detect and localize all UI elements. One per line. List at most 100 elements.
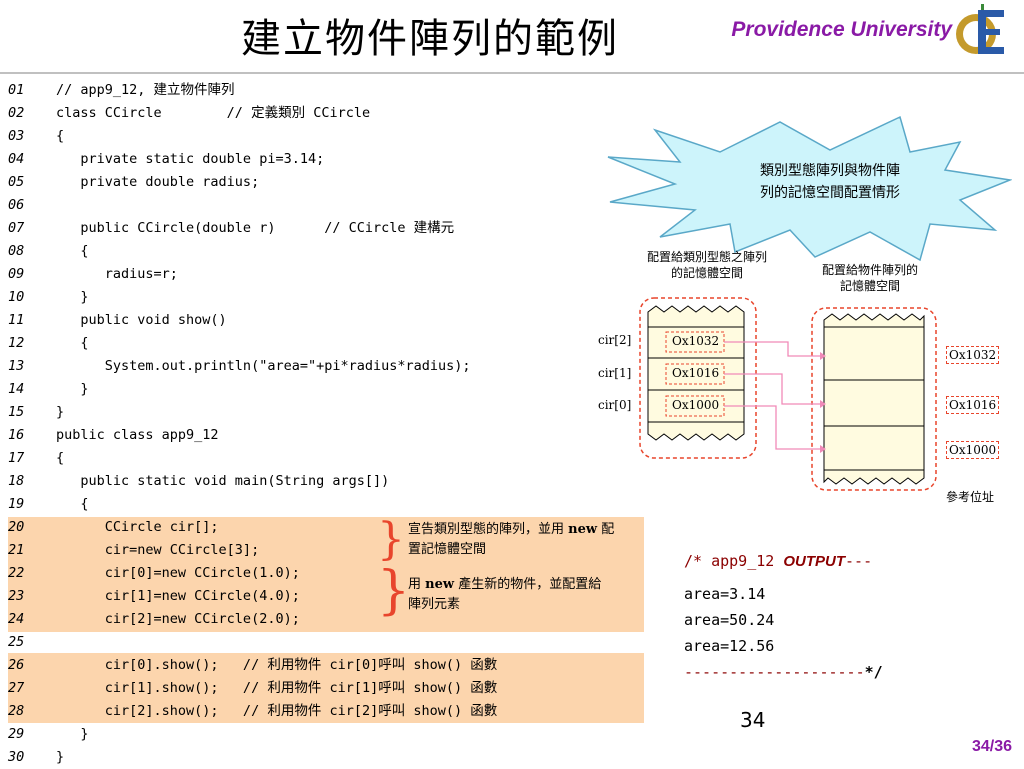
arrowhead-icon — [820, 400, 826, 408]
code-text: } — [56, 381, 89, 397]
output-footer: --------------------*/ — [684, 659, 883, 685]
code-text: cir=new CCircle[3]; — [56, 542, 260, 558]
pointer-arrow-cir2 — [724, 341, 820, 357]
arrowhead-icon — [820, 445, 826, 453]
address-label-1000: Ox1000 — [946, 441, 1000, 459]
cell-value-cir2: Ox1032 — [672, 334, 720, 348]
line-number: 06 — [8, 197, 25, 213]
code-text: cir[2].show(); // 利用物件 cir[2]呼叫 show() 函… — [56, 703, 498, 719]
code-text: { — [56, 450, 65, 466]
index-label-cir2: cir[2] — [598, 333, 632, 347]
right-memory-column — [823, 313, 925, 485]
code-line: 20 CCircle cir[]; — [8, 516, 219, 539]
code-line: 24 cir[2]=new CCircle(2.0); — [8, 608, 300, 631]
code-line: 30} — [8, 746, 64, 769]
line-number: 22 — [8, 565, 25, 581]
output-line-3: area=12.56 — [684, 637, 775, 655]
arrowhead-icon — [820, 352, 826, 360]
cell-value-cir1: Ox1016 — [672, 366, 720, 380]
note-declare-line2: 置記憶體空間 — [408, 542, 487, 557]
code-line: 13 System.out.println("area="+pi*radius*… — [8, 355, 471, 378]
slide-number: 34 — [740, 708, 766, 732]
left-memory-label-line1: 配置給類別型態之陣列 — [646, 250, 767, 264]
output-header-pre: /* app9_12 — [684, 552, 784, 570]
code-text: public CCircle(double r) // CCircle 建構元 — [56, 220, 455, 236]
line-number: 07 — [8, 220, 25, 236]
code-text: private static double pi=3.14; — [56, 151, 325, 167]
line-number: 27 — [8, 680, 25, 696]
code-text: cir[1]=new CCircle(4.0); — [56, 588, 300, 604]
starburst-text: 類別型態陣列與物件陣 列的記憶空間配置情形 — [715, 160, 945, 204]
code-text: } — [56, 404, 65, 420]
output-footer-dashes: -------------------- — [684, 663, 865, 681]
code-line: 21 cir=new CCircle[3]; — [8, 539, 259, 562]
line-number: 20 — [8, 519, 25, 535]
line-number: 30 — [8, 749, 25, 765]
output-header-word: OUTPUT — [783, 553, 846, 570]
code-text: cir[0]=new CCircle(1.0); — [56, 565, 300, 581]
line-number: 14 — [8, 381, 25, 397]
code-line: 09 radius=r; — [8, 263, 178, 286]
code-text: // app9_12, 建立物件陣列 — [56, 82, 235, 98]
line-number: 13 — [8, 358, 25, 374]
highlight-block-declare — [8, 517, 644, 632]
note-create-post: 產生新的物件，並配置給 — [454, 577, 602, 592]
note-declare-pre: 宣告類別型態的陣列，並用 — [408, 522, 569, 537]
slide-title: 建立物件陣列的範例 — [241, 16, 619, 62]
code-line: 05 private double radius; — [8, 171, 259, 194]
code-text: cir[2]=new CCircle(2.0); — [56, 611, 300, 627]
line-number: 09 — [8, 266, 25, 282]
highlight-block-show — [8, 653, 644, 723]
code-line: 03{ — [8, 125, 64, 148]
code-line: 19 { — [8, 493, 89, 516]
output-footer-end: */ — [864, 663, 883, 681]
line-number: 26 — [8, 657, 25, 673]
left-memory-column — [647, 305, 745, 441]
note-declare-post: 配 — [597, 522, 615, 537]
code-text: { — [56, 496, 89, 512]
code-text: System.out.println("area="+pi*radius*rad… — [56, 358, 471, 374]
line-number: 08 — [8, 243, 25, 259]
code-line: 22 cir[0]=new CCircle(1.0); — [8, 562, 300, 585]
code-line: 25 — [8, 631, 56, 654]
starburst-line-2: 列的記憶空間配置情形 — [760, 185, 900, 201]
cell-value-cir0: Ox1000 — [672, 398, 720, 412]
line-number: 12 — [8, 335, 25, 351]
code-line: 07 public CCircle(double r) // CCircle 建… — [8, 217, 454, 240]
code-text: public static void main(String args[]) — [56, 473, 390, 489]
starburst-line-1: 類別型態陣列與物件陣 — [760, 163, 900, 179]
code-text: private double radius; — [56, 174, 260, 190]
code-text: public class app9_12 — [56, 427, 219, 443]
note-create-keyword: new — [425, 577, 455, 592]
output-header: /* app9_12 OUTPUT--- — [684, 548, 883, 575]
line-number: 23 — [8, 588, 25, 604]
code-line: 14 } — [8, 378, 89, 401]
left-memory-label-line2: 的記憶體空間 — [670, 266, 743, 280]
left-memory-label: 配置給類別型態之陣列 的記憶體空間 — [632, 249, 782, 281]
university-logo — [956, 4, 1004, 54]
line-number: 03 — [8, 128, 25, 144]
left-dashed-frame — [639, 297, 757, 459]
page-indicator: 34/36 — [971, 738, 1012, 755]
line-number: 24 — [8, 611, 25, 627]
note-create: 用 new 產生新的物件，並配置給 陣列元素 — [408, 575, 648, 615]
note-declare: 宣告類別型態的陣列，並用 new 配 置記憶體空間 — [408, 520, 648, 560]
brace-declare: } — [377, 514, 405, 565]
university-name: Providence University — [731, 18, 952, 41]
code-line: 04 private static double pi=3.14; — [8, 148, 324, 171]
code-text: public void show() — [56, 312, 227, 328]
code-line: 10 } — [8, 286, 89, 309]
code-line: 29 } — [8, 723, 89, 746]
line-number: 19 — [8, 496, 25, 512]
line-number: 10 — [8, 289, 25, 305]
line-number: 04 — [8, 151, 25, 167]
index-label-cir0: cir[0] — [598, 398, 632, 412]
right-memory-label-line2: 記憶體空間 — [839, 279, 900, 293]
code-text: } — [56, 289, 89, 305]
line-number: 01 — [8, 82, 25, 98]
code-text: class CCircle // 定義類別 CCircle — [56, 105, 371, 121]
note-create-pre: 用 — [408, 577, 426, 592]
code-text: cir[1].show(); // 利用物件 cir[1]呼叫 show() 函… — [56, 680, 498, 696]
